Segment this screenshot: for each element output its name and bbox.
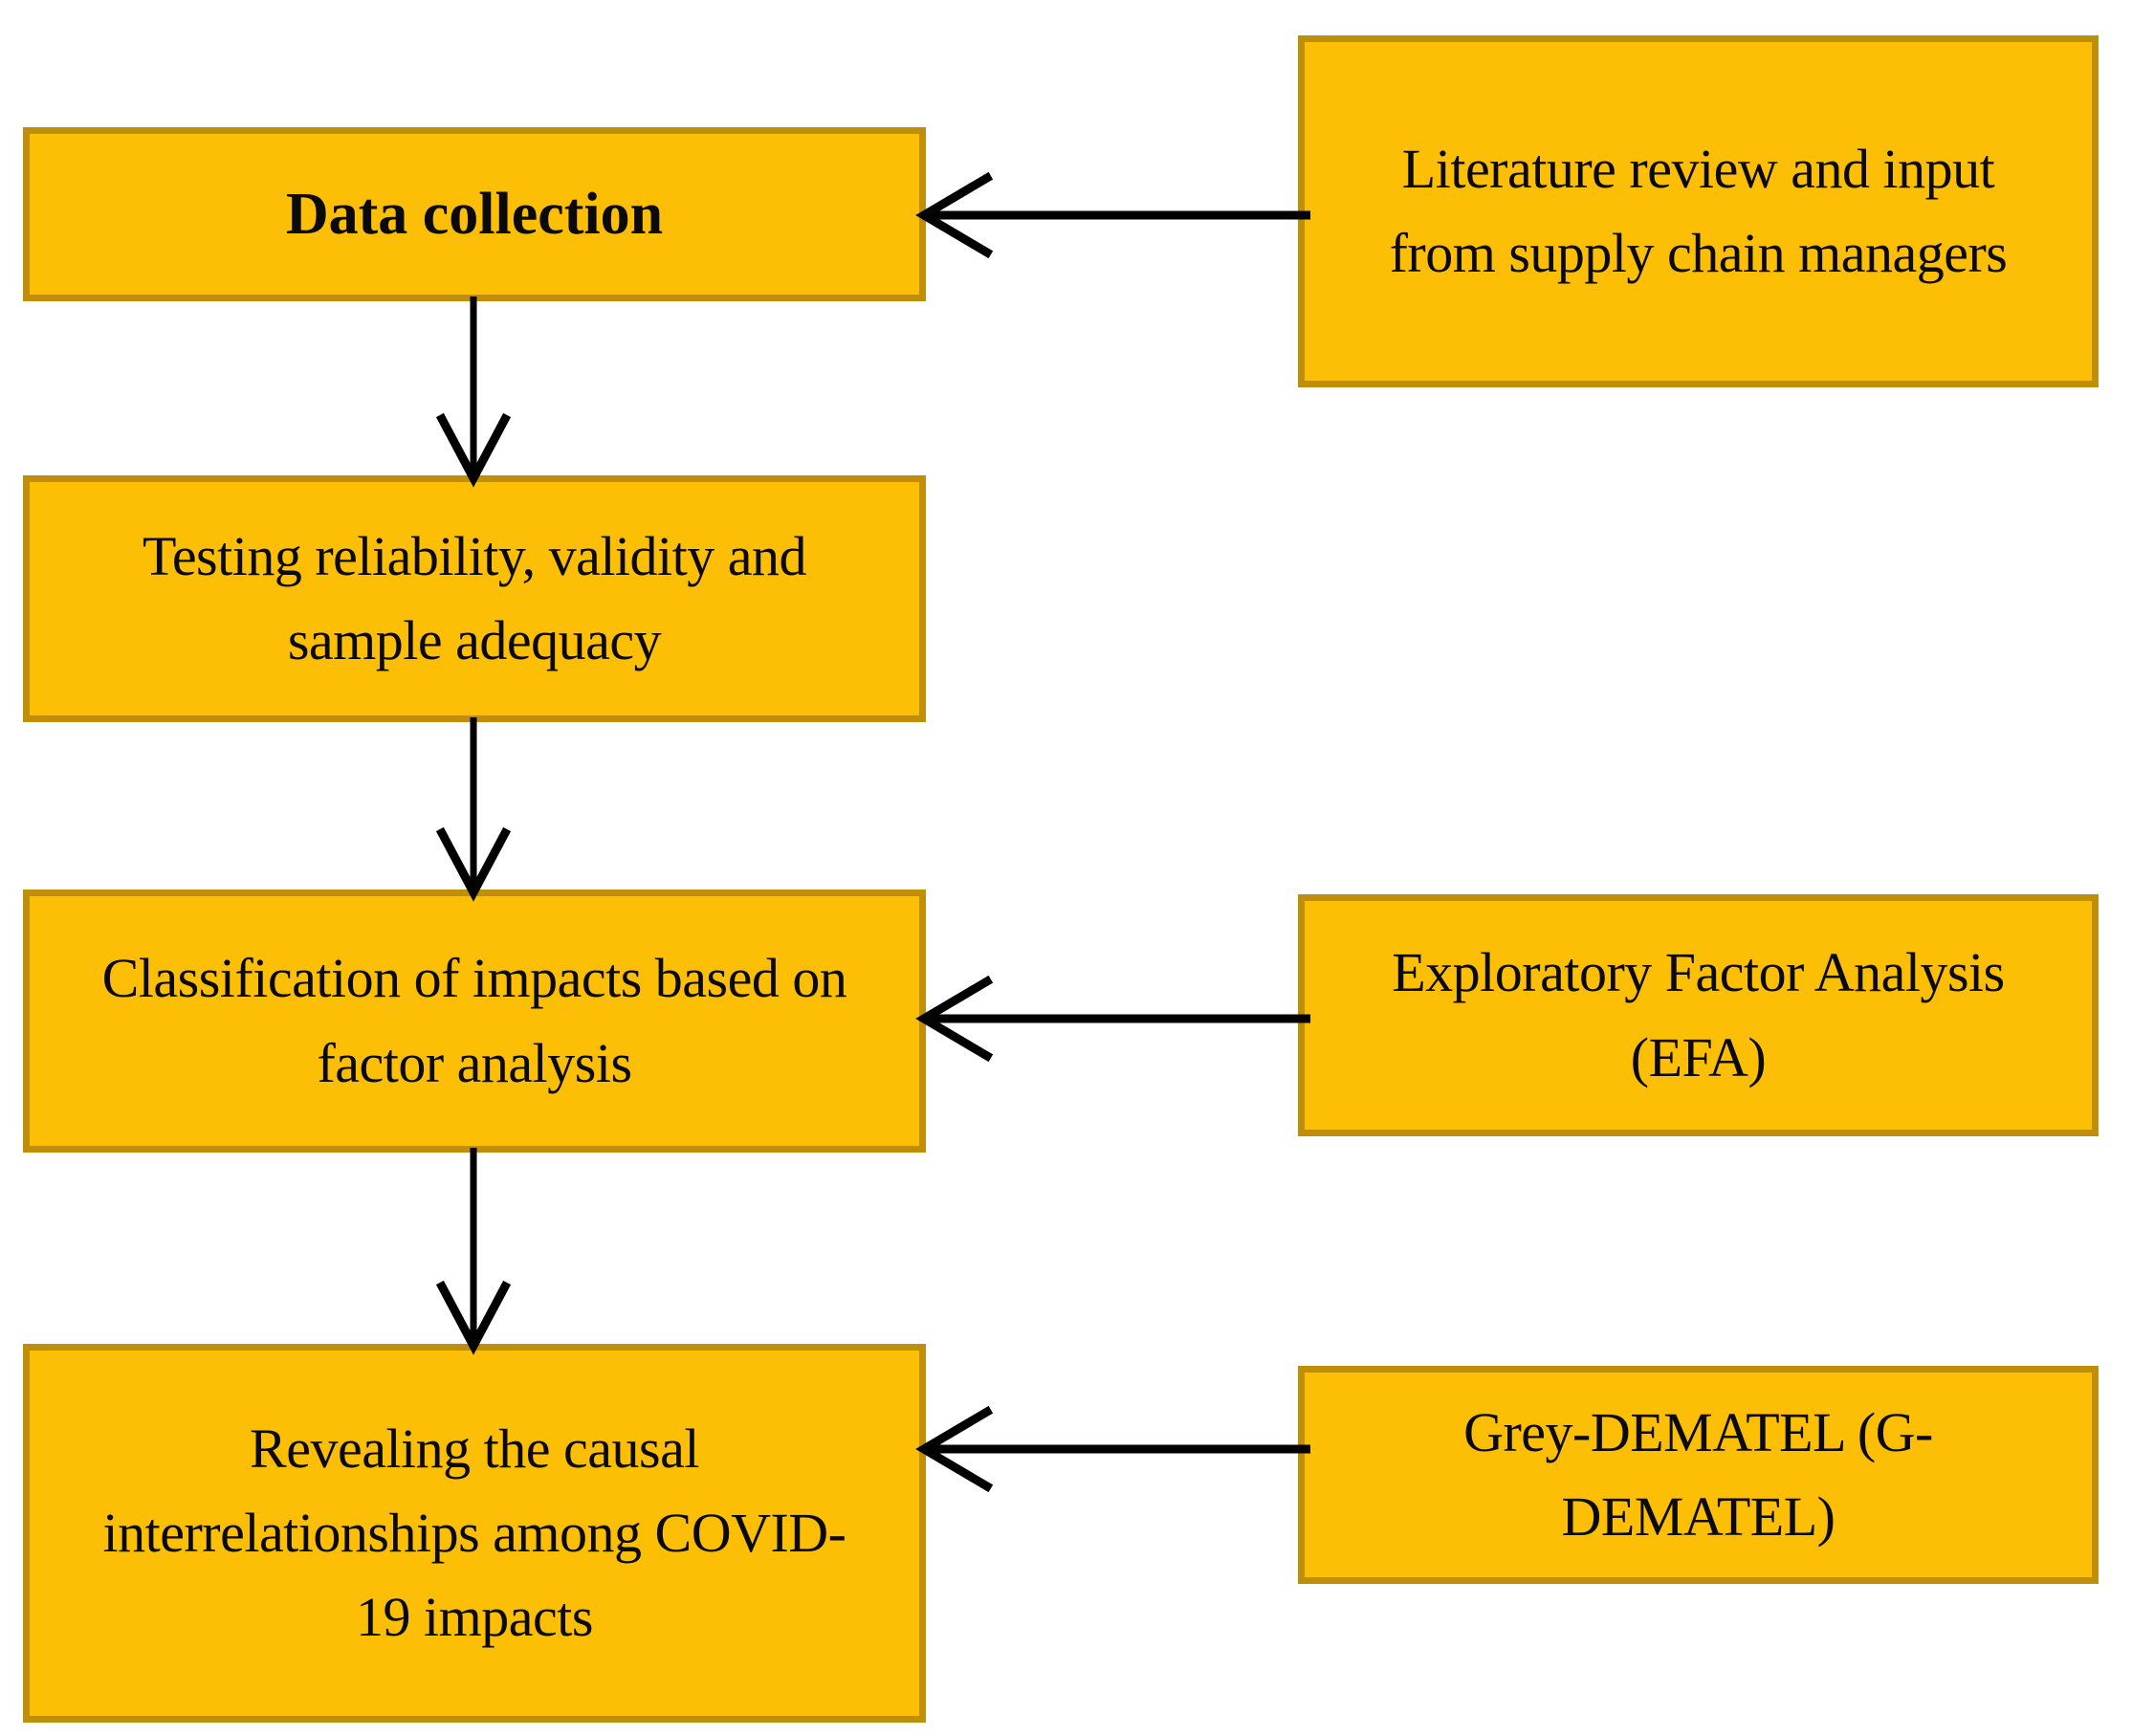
node-data-collection-label: Data collection	[285, 181, 664, 247]
node-classification-of-impacts[interactable]: Classification of impacts based on facto…	[23, 890, 926, 1153]
arrow-literature-review-to-data-collection	[915, 171, 1310, 259]
node-data-collection[interactable]: Data collection	[23, 127, 926, 301]
node-exploratory-factor-analysis[interactable]: Exploratory Factor Analysis (EFA)	[1298, 894, 2099, 1136]
arrow-efa-to-classification	[915, 975, 1310, 1063]
node-exploratory-factor-analysis-label: Exploratory Factor Analysis (EFA)	[1392, 941, 2005, 1088]
node-revealing-causal-interrelationships-label: Revealing the causal interrelationships …	[102, 1417, 846, 1649]
node-grey-dematel-label: Grey-DEMATEL (G-DEMATEL)	[1463, 1400, 1933, 1548]
node-literature-review-label: Literature review and input from supply …	[1389, 137, 2008, 284]
node-literature-review[interactable]: Literature review and input from supply …	[1298, 35, 2099, 387]
arrow-grey-dematel-to-revealing-causal	[915, 1405, 1310, 1493]
arrow-data-collection-to-testing-reliability	[430, 297, 517, 488]
node-classification-of-impacts-label: Classification of impacts based on facto…	[101, 947, 847, 1094]
arrow-testing-reliability-to-classification	[430, 717, 517, 902]
arrow-classification-to-revealing-causal	[430, 1148, 517, 1355]
node-testing-reliability[interactable]: Testing reliability, validity and sample…	[23, 475, 926, 722]
node-grey-dematel[interactable]: Grey-DEMATEL (G-DEMATEL)	[1298, 1366, 2099, 1584]
node-testing-reliability-label: Testing reliability, validity and sample…	[142, 524, 807, 671]
node-revealing-causal-interrelationships[interactable]: Revealing the causal interrelationships …	[23, 1344, 926, 1723]
